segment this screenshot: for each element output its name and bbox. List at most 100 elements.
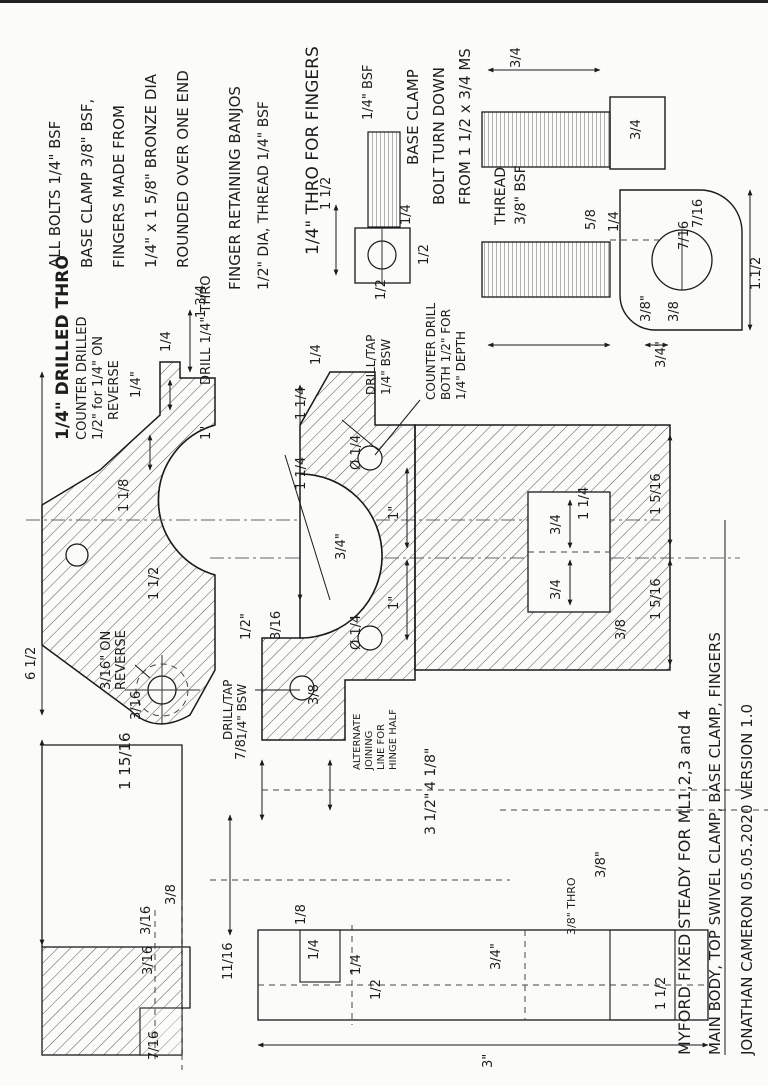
dim-7-16: 7/16	[147, 1031, 162, 1060]
dim-1-4-top: 1/4	[159, 331, 174, 352]
drilled-hole-thro	[65, 543, 89, 567]
note-clamp-bolt: BOLT TURN DOWN	[430, 67, 448, 205]
dim-3-16: 3/16	[129, 691, 144, 720]
dim-3-8d: 3/8	[614, 619, 629, 640]
dim-1-5-16a: 1 5/16	[649, 473, 664, 515]
dim-1-4-c: 1/4	[309, 344, 324, 365]
note-fingers-made: FINGERS MADE FROM	[110, 105, 128, 268]
finger-banjo	[354, 131, 411, 284]
dim-1-15-16: 1 15/16	[116, 732, 134, 790]
swivel-hole-upper	[357, 445, 383, 471]
dim-1-1-2: 1 1/2	[147, 567, 162, 600]
dim-3-16b: 3/16	[139, 906, 154, 935]
title-line2: MAIN BODY, TOP SWIVEL CLAMP, BASE CLAMP,…	[706, 632, 724, 1055]
dim-3-4a: 3/4"	[334, 533, 349, 560]
dim-3-1-2: 3 1/2"	[423, 793, 439, 835]
dim-1-4-e: 1/4	[349, 954, 364, 975]
main-body-front-view	[26, 361, 740, 725]
dim-3-8-f: 3/8	[667, 301, 682, 322]
dimension-lines	[39, 67, 768, 1048]
dim-1-1-8: 1 1/8	[117, 479, 132, 512]
note-bolts: ALL BOLTS 1/4" BSF	[46, 121, 64, 268]
dim-3-4-f: 3/4"	[654, 341, 669, 368]
dim-1-5-16b: 1 5/16	[649, 578, 664, 620]
dim-6-1-2: 6 1/2	[24, 647, 39, 680]
dim-3-4c: 3/4	[549, 514, 564, 535]
dimension-labels: 6 1/2 1 3/4 1/4 1/4" 1" 1 1/8 1 1/2 3/16…	[24, 47, 764, 1068]
note-bsf-quarter: 1/4" BSF	[361, 65, 376, 120]
dim-11-16: 11/16	[221, 943, 236, 980]
note-banjos-spec: 1/2" DIA, THREAD 1/4" BSF	[256, 101, 272, 290]
dim-3-8b: 3/8"	[594, 851, 609, 878]
dim-1-4-b: 1/4"	[129, 371, 144, 398]
note-thread: THREAD	[493, 167, 509, 226]
note-rounded: ROUNDED OVER ONE END	[174, 70, 192, 268]
dim-dia-1-4a: Ø 1/4	[349, 435, 364, 470]
callout-alternate-c: LINE FOR	[376, 724, 387, 770]
base-clamp-bolt	[481, 96, 743, 331]
callout-drill-thro: DRILL 1/4" THRO	[199, 275, 214, 385]
title-line3: JONATHAN CAMERON 05.05.2020 VERSION 1.0	[738, 704, 756, 1056]
general-notes: ALL BOLTS 1/4" BSF BASE CLAMP 3/8" BSF, …	[46, 46, 529, 290]
note-thread-bsf: 3/8" BSF	[513, 165, 529, 225]
callout-counter-depth: 1/2" for 1/4" ON	[91, 336, 106, 440]
callout-drill-tap2-a: DRILL/TAP	[364, 335, 378, 395]
callout-alternate-a: ALTERNATE	[352, 714, 363, 770]
dim-1-4-d: 1/4	[307, 939, 322, 960]
callout-on-reverse-b: REVERSE	[114, 630, 129, 690]
dim-7-16b: 7/16	[691, 199, 706, 228]
dim-1-1-4c: 1 1/4	[577, 487, 592, 520]
callout-alternate-d: HINGE HALF	[388, 709, 399, 770]
callout-counter-drilled: COUNTER DRILLED	[75, 317, 90, 440]
note-base-clamp: BASE CLAMP 3/8" BSF,	[78, 99, 96, 268]
dim-1b: 1"	[387, 596, 402, 610]
dim-1-2b: 1/2	[417, 244, 432, 265]
note-banjos-title: FINGER RETAINING BANJOS	[226, 86, 244, 290]
dim-1-8: 1/8	[294, 904, 309, 925]
callout-on-reverse-a: 3/16" ON	[99, 631, 114, 690]
dim-1-1-4b: 1 1/4	[294, 457, 309, 490]
note-thro-fingers: 1/4" THRO FOR FINGERS	[303, 46, 323, 255]
dim-1-in: 1"	[199, 426, 214, 440]
dim-1-2c: 1/2	[374, 279, 389, 300]
callout-reverse: REVERSE	[107, 360, 122, 420]
dim-dia-1-4b: Ø 1/4	[349, 615, 364, 650]
dim-1-1-2c: 1 1/2	[319, 177, 334, 210]
dim-3-16c: 3/16	[141, 946, 156, 975]
dim-1-1-2d: 1.1/2	[749, 257, 764, 290]
callout-counter-drill-c: 1/4" DEPTH	[454, 331, 468, 400]
dim-7-16c: 7/16	[677, 221, 692, 250]
callout-counter-drill-b: BOTH 1/2" FOR	[439, 309, 453, 400]
dim-5-8b: 5/8	[584, 209, 599, 230]
dim-3-8a: 3/8	[164, 884, 179, 905]
title-block: MYFORD FIXED STEADY FOR ML1,2,3 and 4 MA…	[675, 520, 756, 1056]
note-clamp-title: BASE CLAMP	[404, 69, 422, 165]
dim-1-4-f: 1/4	[399, 204, 414, 225]
dim-3-8: 3/8	[307, 684, 322, 705]
note-fingers-stock: 1/4" x 1 5/8" BRONZE DIA	[142, 73, 160, 268]
callout-counter-drill-a: COUNTER DRILL	[424, 303, 438, 400]
dim-1-2-b: 1/2	[369, 979, 384, 1000]
dim-3-4d: 3/4	[549, 579, 564, 600]
dim-1-3-4: 1 3/4	[194, 285, 209, 318]
callout-drilled-thro: 1/4" DRILLED THRO	[53, 255, 73, 440]
dim-1-1-4a: 1 1/4	[294, 387, 309, 420]
swivel-tap-hole	[289, 675, 315, 701]
callout-drill-tap-a: DRILL/TAP	[221, 680, 235, 740]
dim-4-1-8: 4 1/8"	[423, 748, 439, 790]
dim-3-4-g: 3/4	[629, 119, 644, 140]
dim-3-16d: 3/16	[269, 611, 284, 640]
dim-3-4b: 3/4"	[489, 943, 504, 970]
dim-3-4-e: 3/4	[509, 47, 524, 68]
dim-1-2a: 1/2"	[239, 613, 254, 640]
callout-drill-tap-b: 1/4" BSW	[235, 684, 249, 740]
callout-drill-tap2-b: 1/4" BSW	[379, 339, 393, 395]
dim-3-in: 3"	[481, 1054, 496, 1068]
dim-1-4-h: 1/4	[607, 211, 622, 232]
swivel-hole-lower	[357, 625, 383, 651]
callout-alternate-b: JOINING	[364, 731, 375, 771]
main-body-side-view	[41, 744, 191, 1070]
base-clamp-section	[414, 424, 671, 671]
dim-1a: 1"	[387, 506, 402, 520]
